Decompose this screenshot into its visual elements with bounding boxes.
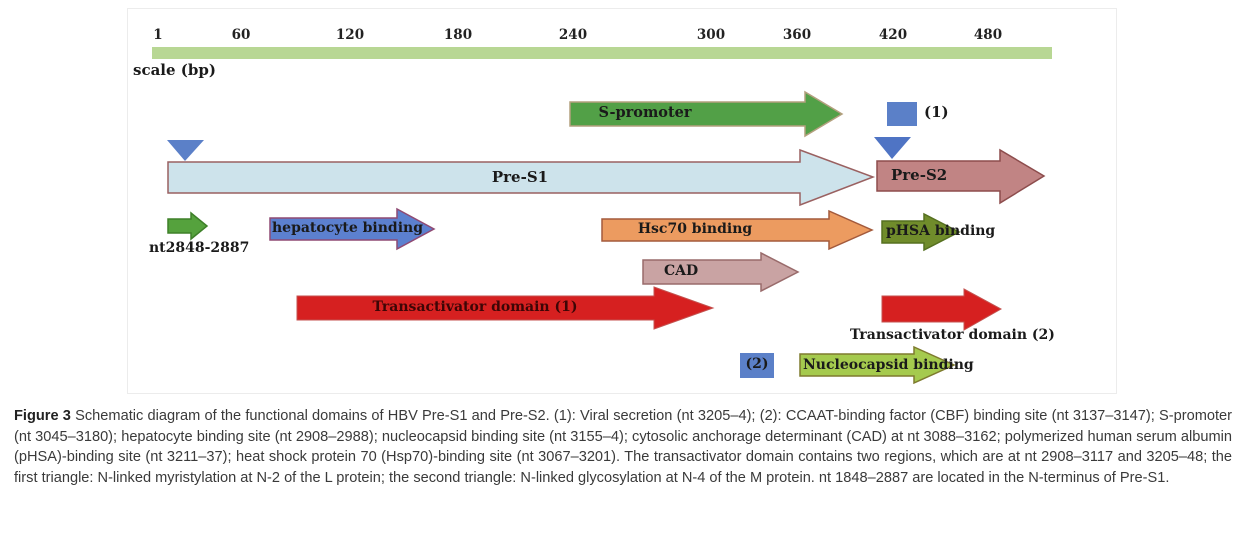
scale-tick: 420: [878, 27, 908, 43]
cad-label: CAD: [664, 263, 699, 279]
scale-tick: 60: [231, 27, 251, 43]
phsa-binding-arrow: [881, 212, 961, 252]
scale-tick: 360: [782, 27, 812, 43]
figure-caption-text: Schematic diagram of the functional doma…: [14, 408, 1233, 486]
pre-s1-label: Pre-S1: [491, 168, 549, 186]
hsc70-binding-arrow: [601, 209, 874, 251]
scale-tick: 180: [443, 27, 473, 43]
site1-label: (1): [924, 103, 949, 121]
hsc70-binding-label: Hsc70 binding: [637, 221, 753, 237]
transactivator-2-label: Transactivator domain (2): [850, 327, 1055, 343]
myristylation-triangle-icon: [167, 140, 204, 161]
scale-tick: 480: [973, 27, 1003, 43]
cbf-binding-marker: [740, 353, 774, 378]
pre-s2-label: Pre-S2: [891, 166, 948, 184]
phsa-binding-label: pHSA binding: [886, 223, 996, 239]
glycosylation-triangle-icon: [874, 137, 911, 159]
viral-secretion-marker: [887, 102, 917, 126]
transactivator-2-arrow: [881, 288, 1003, 331]
nucleocapsid-binding-label: Nucleocapsid binding: [803, 357, 974, 373]
hepatocyte-binding-arrow: [269, 207, 436, 251]
site2-label: (2): [745, 356, 769, 372]
nt-range-label: nt2848-2887: [149, 240, 250, 256]
transactivator-1-label: Transactivator domain (1): [372, 299, 578, 315]
cad-arrow: [642, 251, 800, 293]
transactivator-1-arrow: [296, 286, 715, 330]
figure-caption-number: Figure 3: [14, 408, 71, 424]
nt2848-2887-arrow: [167, 211, 209, 241]
scale-bar: [152, 47, 1052, 59]
pre-s2-arrow: [876, 148, 1046, 205]
pre-s1-arrow: [167, 148, 876, 207]
s-promoter-label: S-promoter: [598, 104, 692, 121]
scale-unit-label: scale (bp): [133, 61, 216, 79]
hepatocyte-binding-label: hepatocyte binding: [271, 220, 424, 236]
figure-bounding-box: [127, 8, 1117, 394]
diagram-shapes: [152, 47, 1052, 385]
s-promoter-arrow: [569, 90, 844, 138]
scale-tick: 300: [696, 27, 726, 43]
figure-caption: Figure 3 Schematic diagram of the functi…: [14, 406, 1232, 488]
scale-tick: 240: [558, 27, 588, 43]
scale-tick: 1: [153, 27, 163, 43]
nucleocapsid-binding-arrow: [799, 345, 956, 385]
scale-tick: 120: [335, 27, 365, 43]
